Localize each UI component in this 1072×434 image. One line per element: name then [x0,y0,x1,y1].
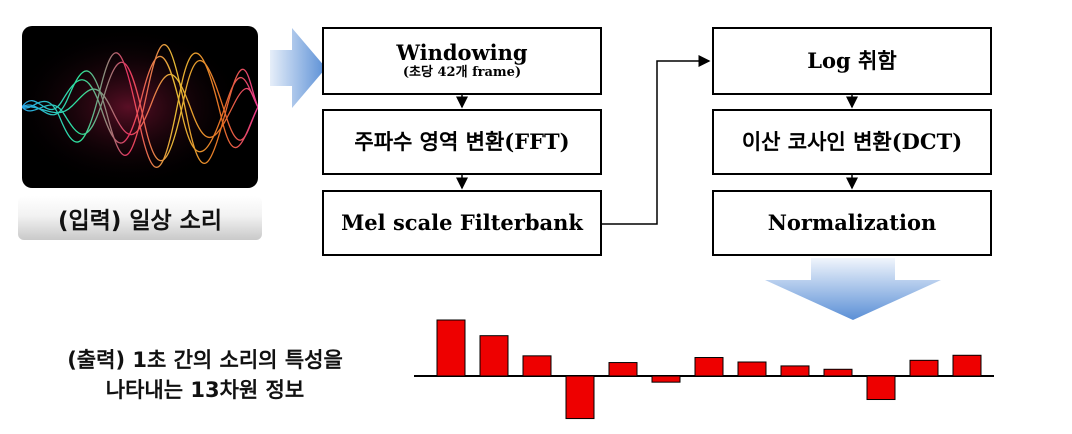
feature-bar-11 [866,375,896,401]
output-label-line1: (출력) 1초 간의 소리의 특성을 [67,348,343,372]
feature-bar-4 [565,375,595,420]
step-normalization-title: Normalization [767,210,937,235]
feature-bar-6 [651,375,681,383]
input-label: (입력) 일상 소리 [18,196,262,240]
step-dct: 이산 코사인 변환(DCT) [712,109,992,175]
feature-bar-9 [780,365,810,377]
arrow-mel-to-log [602,55,711,225]
feature-bar-3 [522,355,552,377]
step-normalization: Normalization [712,190,992,256]
feature-bar-1 [436,319,466,377]
step-mel-filterbank: Mel scale Filterbank [322,190,602,256]
step-mel-title: Mel scale Filterbank [341,210,583,235]
output-label-line2: 나타내는 13차원 정보 [105,378,305,402]
feature-bar-12 [909,359,939,377]
step-windowing-subtitle: (초당 42개 frame) [402,65,522,80]
feature-bar-8 [737,361,767,377]
output-arrow-icon [765,258,941,320]
step-log: Log 취함 [712,27,992,95]
step-windowing: Windowing (초당 42개 frame) [322,27,602,95]
input-arrow-icon [270,28,326,108]
step-log-title: Log 취함 [807,48,897,73]
waveform-image [22,26,258,188]
step-fft: 주파수 영역 변환(FFT) [322,109,602,175]
step-windowing-title: Windowing [396,40,528,65]
step-dct-title: 이산 코사인 변환(DCT) [741,129,963,154]
feature-bar-10 [823,368,853,377]
output-label: (출력) 1초 간의 소리의 특성을 나타내는 13차원 정보 [20,345,390,405]
feature-bar-7 [694,357,724,377]
feature-bar-5 [608,362,638,377]
feature-bar-2 [479,335,509,377]
feature-bar-13 [952,354,982,377]
step-fft-title: 주파수 영역 변환(FFT) [354,129,570,154]
